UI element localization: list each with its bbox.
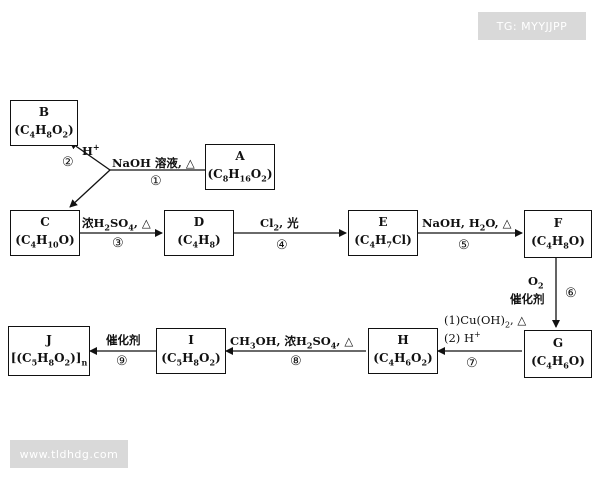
node-a-formula: (C8H16O2) (207, 166, 273, 184)
node-e-name: E (378, 214, 388, 229)
condition-step-8: CH3OH, 浓H2SO4, △ (230, 334, 354, 351)
node-i: I (C5H8O2) (156, 328, 226, 374)
node-h-formula: (C4H6O2) (373, 350, 433, 368)
node-g-name: G (552, 335, 564, 350)
node-a: A (C8H16O2) (205, 144, 275, 190)
node-e-formula: (C4H7Cl) (354, 232, 412, 250)
node-g-formula: (C4H6O) (531, 353, 585, 371)
node-d-name: D (193, 214, 205, 229)
node-d-formula: (C4H8) (177, 232, 221, 250)
node-j: J [(C5H8O2)]n (8, 326, 90, 376)
condition-step-7-b: (2) H+ (444, 330, 481, 345)
condition-step-5: NaOH, H2O, △ (422, 216, 512, 233)
step-number-7: ⑦ (466, 356, 478, 371)
node-c-name: C (40, 214, 50, 229)
node-c-formula: (C4H10O) (15, 232, 75, 250)
condition-step-9: 催化剂 (106, 333, 141, 347)
node-j-formula: [(C5H8O2)]n (10, 350, 88, 368)
node-j-name: J (46, 332, 52, 347)
condition-step-6-catalyst: 催化剂 (510, 292, 545, 306)
node-b: B (C4H8O2) (10, 100, 78, 146)
node-d: D (C4H8) (164, 210, 234, 256)
step-number-3: ③ (112, 236, 124, 251)
node-b-name: B (38, 104, 50, 119)
condition-step-1: NaOH 溶液, △ (112, 156, 195, 170)
node-f-name: F (553, 215, 563, 230)
condition-step-2: H+ (82, 142, 100, 158)
step-number-8: ⑧ (290, 354, 302, 369)
node-a-name: A (235, 148, 245, 163)
step-number-5: ⑤ (458, 238, 470, 253)
node-c: C (C4H10O) (10, 210, 80, 256)
node-f-formula: (C4H8O) (531, 233, 585, 251)
watermark-top: TG: MYYJJPP (478, 12, 586, 40)
node-i-formula: (C5H8O2) (161, 350, 221, 368)
node-h-name: H (397, 332, 409, 347)
watermark-bottom: www.tldhdg.com (10, 440, 128, 468)
step-number-1: ① (150, 174, 162, 189)
condition-step-6-reagent: O2 (528, 274, 544, 291)
step-number-6: ⑥ (565, 286, 577, 301)
condition-step-4: Cl2, 光 (260, 216, 299, 233)
node-e: E (C4H7Cl) (348, 210, 418, 256)
node-f: F (C4H8O) (524, 210, 592, 258)
condition-step-7-a: (1)Cu(OH)2, △ (444, 313, 527, 330)
arrow-to-b (69, 141, 111, 171)
arrow-to-c (69, 169, 111, 208)
node-h: H (C4H6O2) (368, 328, 438, 374)
step-number-2: ② (62, 155, 74, 170)
step-number-9: ⑨ (116, 354, 128, 369)
step-number-4: ④ (276, 238, 288, 253)
node-b-formula: (C4H8O2) (14, 122, 74, 140)
condition-step-3: 浓H2SO4, △ (82, 216, 151, 233)
node-g: G (C4H6O) (524, 330, 592, 378)
node-i-name: I (188, 332, 194, 347)
